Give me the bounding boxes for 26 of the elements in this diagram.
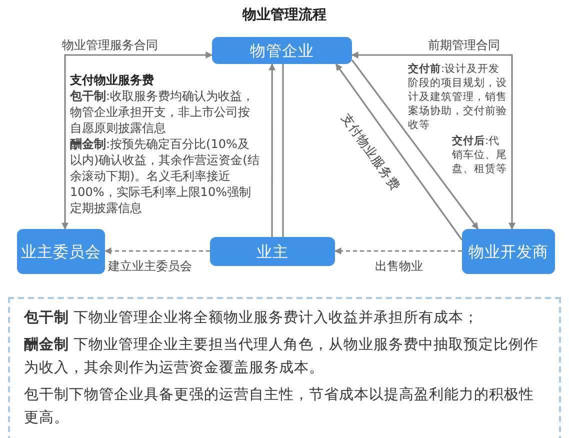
annotation-text: 交付前:设计及开发阶段的项目规划，设计及建筑管理，销售案场协助，交付前验收等	[408, 62, 508, 132]
annotation-text: 交付后:代销车位、尾盘、租赁等	[452, 134, 508, 176]
process-box: 业主	[210, 237, 335, 266]
dashed-arrow	[104, 248, 210, 254]
arrow	[351, 60, 479, 230]
note-text: 包干制 下物业管理企业将全额物业服务费计入收益并承担所有成本；	[24, 308, 480, 328]
annotation-text: 酬金制:按预先确定百分比(10%及以内)确认收益，其余作营运资金(结余滚动下期)。名义毛利率接近100%，实际毛利率上限10%强制定期披露信息	[70, 136, 260, 216]
title: 物业管理流程	[241, 6, 328, 24]
dashed-arrow	[334, 248, 462, 254]
edge-label: 前期管理合同	[426, 38, 502, 52]
arrow	[335, 63, 463, 240]
process-box: 物业开发商	[462, 229, 555, 274]
process-box: 物管企业	[212, 37, 352, 64]
note-panel	[8, 297, 561, 438]
process-box: 业主委员会	[17, 229, 105, 274]
edge-label: 物业管理服务合同	[60, 38, 160, 52]
annotation-heading: 支付物业服务费	[70, 72, 155, 88]
note-text: 酬金制 下物业管理企业主要担当代理人角色，从物业服务费中抽取预定比例作为收入，其余则作为运营资金覆盖服务成本。	[24, 336, 540, 378]
arrow	[351, 52, 516, 230]
arrow	[62, 52, 213, 230]
annotation-text: 包干制:收取服务费均确认为收益，物管企业承担开支，非上市公司按自愿原则披露信息	[70, 88, 256, 136]
edge-label: 建立业主委员会	[106, 259, 194, 273]
arrow	[268, 63, 276, 237]
note-text: 包干制下物管企业具备更强的运营自主性，节省成本以提高盈利能力的积极性更高。	[24, 386, 535, 428]
edge-label: 出售物业	[373, 259, 425, 273]
connector-line	[282, 64, 284, 237]
